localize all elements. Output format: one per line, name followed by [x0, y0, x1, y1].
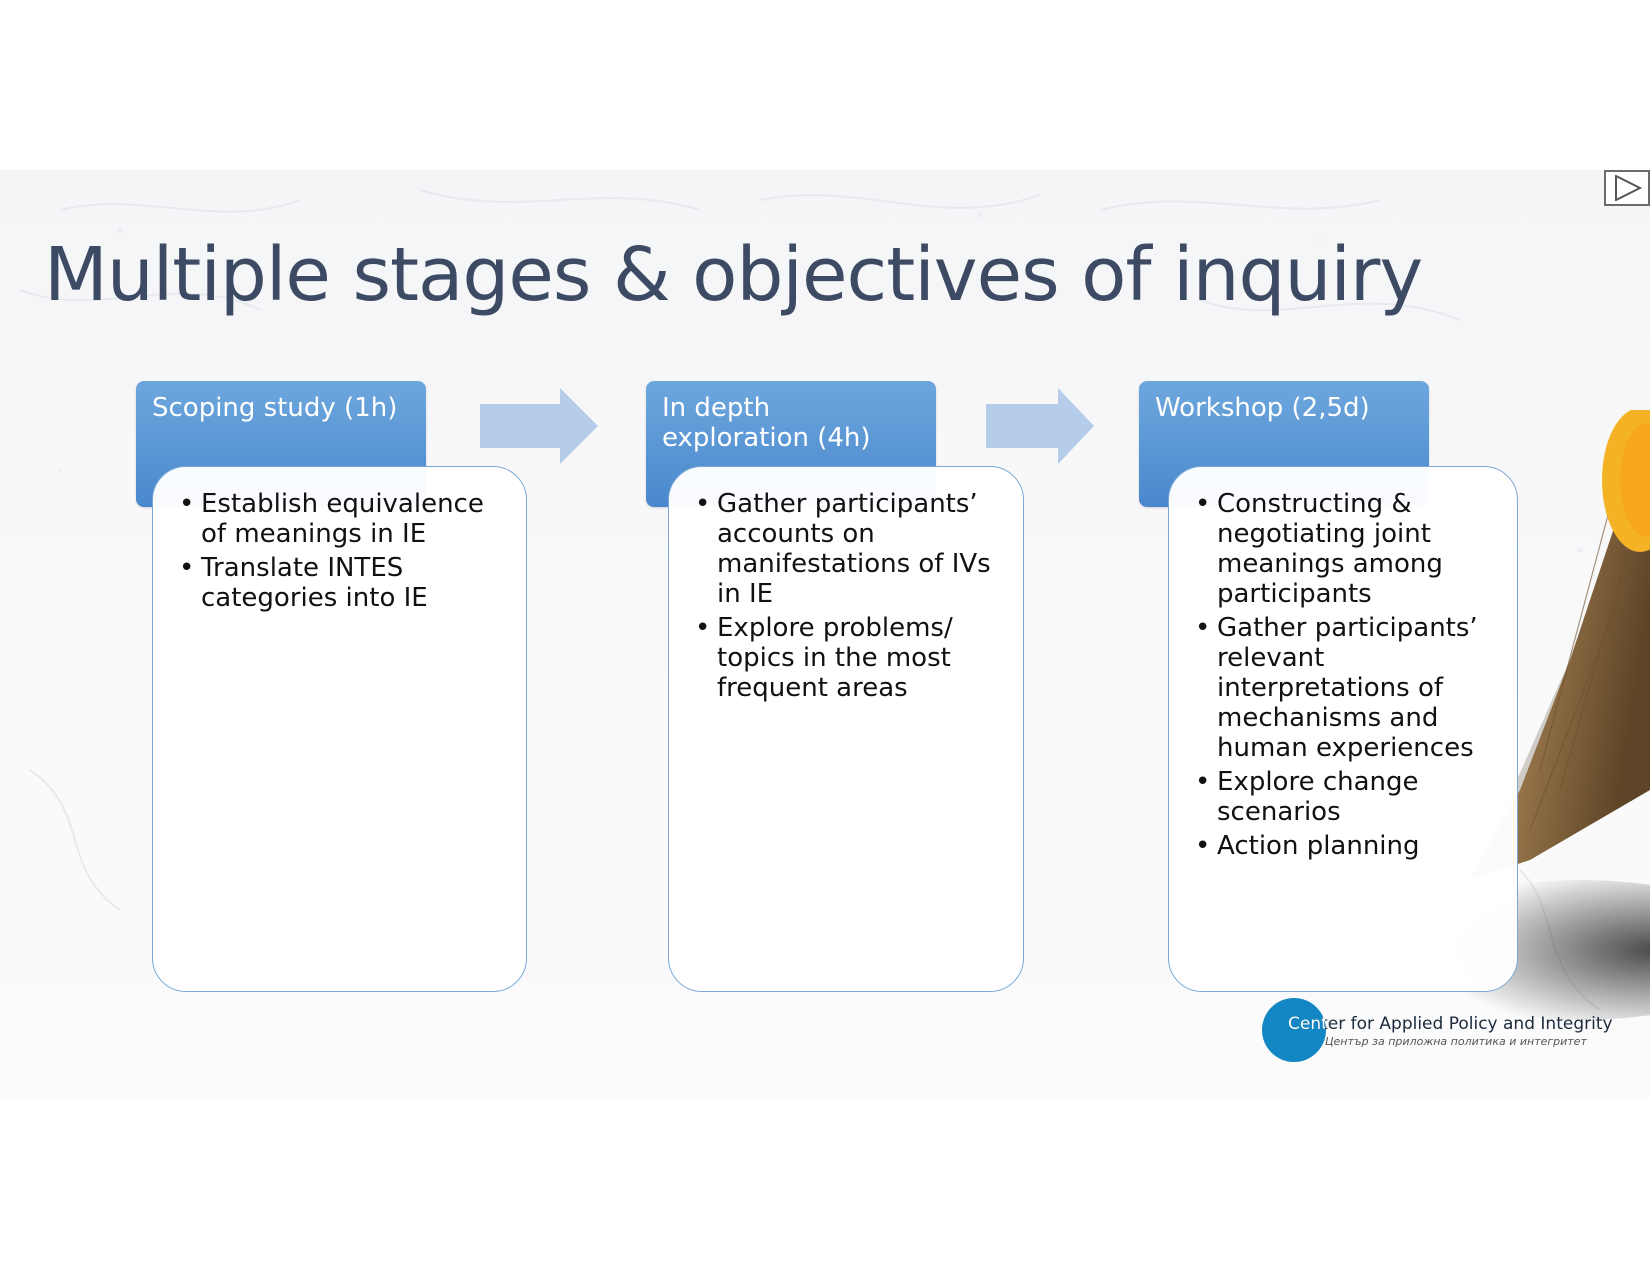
stage-header-label: Workshop (2,5d)	[1155, 393, 1370, 423]
slide: Multiple stages & objectives of inquiry	[0, 170, 1650, 1100]
list-item: Gather participants’ accounts on manifes…	[695, 489, 1001, 609]
list-item: Gather participants’ relevant interpreta…	[1195, 613, 1495, 763]
logo-circle-icon	[1262, 998, 1326, 1062]
pencil-image	[1390, 410, 1650, 1020]
stage-card-workshop: Constructing & negotiating joint meaning…	[1168, 466, 1518, 992]
list-item: Translate INTES categories into IE	[179, 553, 504, 613]
stage-header-label: In depth exploration (4h)	[662, 393, 871, 453]
stage-item-list: Gather participants’ accounts on manifes…	[695, 489, 1001, 703]
logo-name: Center for Applied Policy and Integrity	[1288, 1014, 1613, 1034]
background-texture	[19, 189, 1601, 1011]
flow-arrow-2	[986, 388, 1094, 464]
list-item: Explore problems/ topics in the most fre…	[695, 613, 1001, 703]
list-item: Action planning	[1195, 831, 1495, 861]
stage-card-in-depth-exploration: Gather participants’ accounts on manifes…	[668, 466, 1024, 992]
list-item: Constructing & negotiating joint meaning…	[1195, 489, 1495, 609]
list-item: Explore change scenarios	[1195, 767, 1495, 827]
flow-arrow-1	[480, 388, 598, 464]
logo-subtitle: Център за приложна политика и интегритет	[1325, 1035, 1587, 1048]
organization-logo: Center for Applied Policy and Integrity …	[1262, 998, 1613, 1064]
stage-item-list: Constructing & negotiating joint meaning…	[1195, 489, 1495, 861]
stage-card-scoping-study: Establish equivalence of meanings in IE …	[152, 466, 527, 992]
list-item: Establish equivalence of meanings in IE	[179, 489, 504, 549]
logo-name-overlay: Center for Applied Policy and Integrity	[1288, 1014, 1325, 1034]
stage-item-list: Establish equivalence of meanings in IE …	[179, 489, 504, 613]
stage-header-label: Scoping study (1h)	[152, 393, 398, 423]
play-button[interactable]	[1604, 170, 1650, 206]
slide-title: Multiple stages & objectives of inquiry	[44, 232, 1423, 318]
play-triangle-icon	[1615, 175, 1642, 201]
